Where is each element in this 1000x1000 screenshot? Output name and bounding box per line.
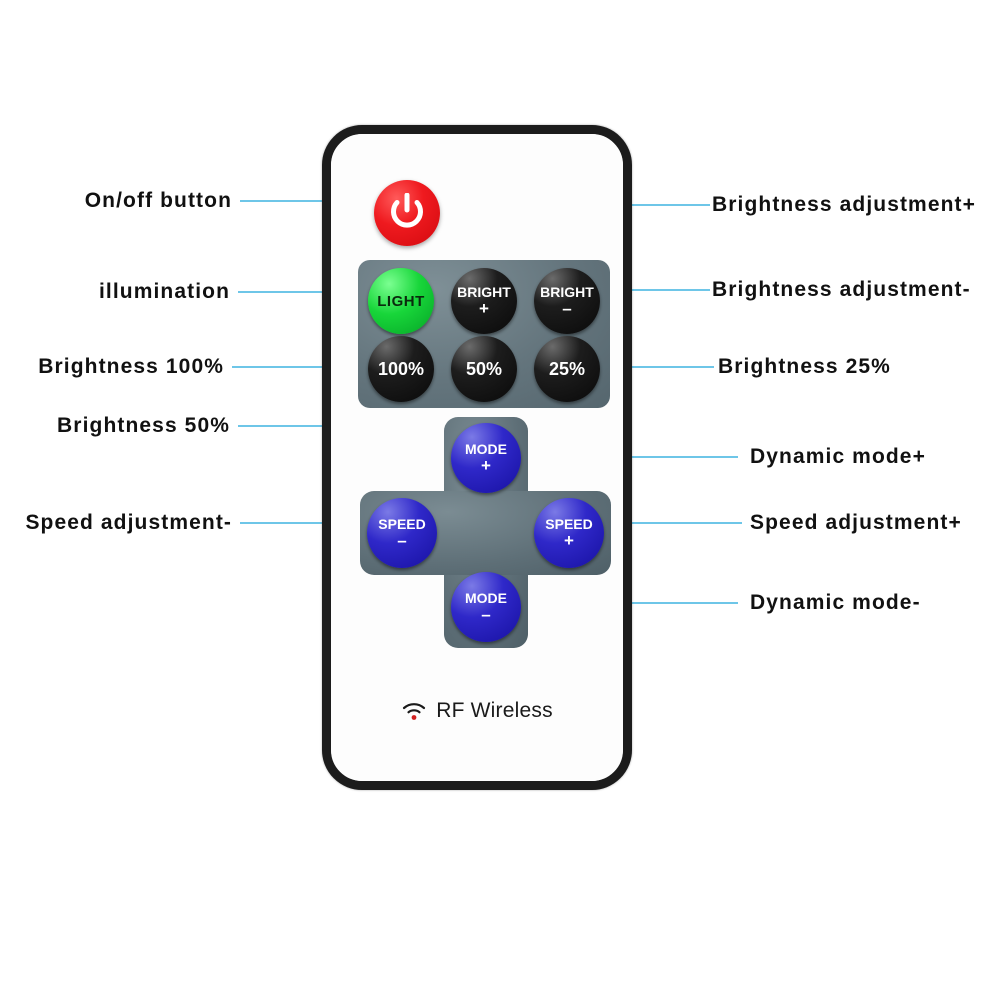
- dpad-cluster: MODE + SPEED – SPEED + MODE –: [360, 417, 611, 648]
- brightness-100-button-label: 100%: [377, 359, 425, 379]
- callout-speed-adjustment-up: Speed adjustment+: [750, 511, 962, 534]
- speed-down-button[interactable]: SPEED –: [367, 498, 437, 568]
- mode-up-button-label: MODE: [465, 441, 507, 457]
- bright-up-button-sign: +: [479, 299, 489, 318]
- callout-brightness-adjustment-up: Brightness adjustment+: [712, 193, 976, 216]
- callout-illumination: illumination: [98, 280, 230, 303]
- brightness-25-button-label: 25%: [548, 359, 586, 379]
- callout-dynamic-mode-down: Dynamic mode-: [750, 591, 921, 614]
- remote-face: LIGHT BRIGHT + BRIGHT – 100% 50% 25: [331, 134, 623, 781]
- leader-line-speed-up: [574, 522, 742, 524]
- speed-down-button-label: SPEED: [378, 516, 426, 532]
- power-button[interactable]: [374, 180, 440, 246]
- brightness-25-button[interactable]: 25%: [534, 336, 600, 402]
- light-button[interactable]: LIGHT: [368, 268, 434, 334]
- brightness-50-button[interactable]: 50%: [451, 336, 517, 402]
- upper-keypad-panel: LIGHT BRIGHT + BRIGHT – 100% 50% 25: [358, 260, 610, 408]
- bright-up-button-label: BRIGHT: [457, 284, 511, 300]
- speed-up-button-label: SPEED: [545, 516, 593, 532]
- leader-line-brightness-50-horizontal: [238, 425, 390, 427]
- bright-down-button[interactable]: BRIGHT –: [534, 268, 600, 334]
- leader-line-brightness-adjust-down: [561, 289, 710, 291]
- callout-brightness-25: Brightness 25%: [718, 355, 891, 378]
- leader-line-brightness-25: [570, 366, 714, 368]
- callout-brightness-100: Brightness 100%: [38, 355, 224, 378]
- callout-dynamic-mode-up: Dynamic mode+: [750, 445, 926, 468]
- power-icon: [391, 193, 423, 228]
- speed-up-button[interactable]: SPEED +: [534, 498, 604, 568]
- leader-line-illumination: [238, 291, 368, 293]
- mode-down-button[interactable]: MODE –: [451, 572, 521, 642]
- callout-brightness-adjustment-down: Brightness adjustment-: [712, 278, 971, 301]
- callout-speed-adjustment-down: Speed adjustment-: [25, 511, 232, 534]
- remote-control-body: LIGHT BRIGHT + BRIGHT – 100% 50% 25: [322, 125, 632, 790]
- mode-down-button-sign: –: [481, 605, 491, 624]
- wifi-signal-icon: [401, 701, 427, 722]
- mode-down-button-label: MODE: [465, 590, 507, 606]
- leader-line-onoff: [240, 200, 371, 202]
- brightness-50-button-label: 50%: [465, 359, 503, 379]
- mode-up-button[interactable]: MODE +: [451, 423, 521, 493]
- bright-down-button-sign: –: [562, 299, 572, 318]
- light-button-label: LIGHT: [377, 292, 425, 310]
- callout-brightness-50: Brightness 50%: [57, 414, 230, 437]
- speed-down-button-sign: –: [397, 531, 407, 550]
- bright-up-button[interactable]: BRIGHT +: [451, 268, 517, 334]
- mode-up-button-sign: +: [481, 456, 491, 475]
- bright-down-button-label: BRIGHT: [540, 284, 594, 300]
- speed-up-button-sign: +: [564, 531, 574, 550]
- brightness-100-button[interactable]: 100%: [368, 336, 434, 402]
- leader-line-brightness-100: [232, 366, 377, 368]
- callout-onoff-button: On/off button: [84, 189, 232, 212]
- leader-line-brightness-adjust-up-horizontal: [583, 204, 710, 206]
- rf-wireless-footer: RF Wireless: [331, 699, 623, 723]
- rf-wireless-label: RF Wireless: [436, 699, 553, 722]
- leader-line-speed-down: [240, 522, 389, 524]
